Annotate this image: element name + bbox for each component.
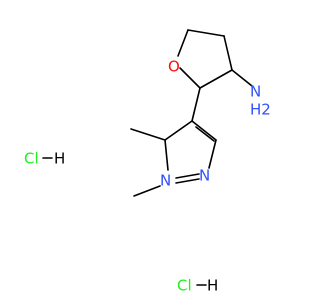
hydrogen-2-label: H: [207, 277, 218, 295]
bond-n2-n1-a: [175, 173, 200, 179]
hydrogen-1-label: H: [54, 150, 65, 168]
bond-c4-c3pyr: [191, 120, 217, 141]
chloride-2-label: Cl: [177, 277, 192, 295]
bond-n1-c5pyr: [164, 139, 169, 171]
oxygen-atom-label: O: [168, 58, 180, 76]
bond-n1-methyl: [133, 185, 161, 197]
bond-c2-c4pyr: [191, 87, 201, 122]
chloride-1-label: Cl: [24, 150, 39, 168]
bond-c4-c3pyr-double: [195, 126, 215, 142]
bond-c3-nh2: [231, 69, 253, 87]
bond-c3pyr-n2: [208, 139, 217, 169]
bond-c2-c3: [199, 69, 233, 89]
bond-c5pyr-c4: [164, 120, 193, 141]
atom-label-layer: O N H2 N N Cl H Cl H: [24, 58, 271, 295]
bond-c5-o: [177, 29, 189, 57]
bond-layer: [42, 29, 253, 286]
bond-c3-c4: [223, 35, 233, 71]
bond-c5pyr-methyl: [130, 128, 166, 141]
bond-n2-n1-b: [175, 178, 200, 184]
pyrazole-n1-label: N: [160, 172, 171, 190]
pyrazole-n2-label: N: [199, 167, 210, 185]
amine-nitrogen-label: N: [250, 83, 261, 101]
bond-o-c2: [179, 67, 201, 89]
molecule-structure-diagram: O N H2 N N Cl H Cl H: [24, 29, 271, 295]
bond-c4-c5: [187, 29, 225, 37]
amine-hydrogen-label: H2: [250, 101, 271, 119]
